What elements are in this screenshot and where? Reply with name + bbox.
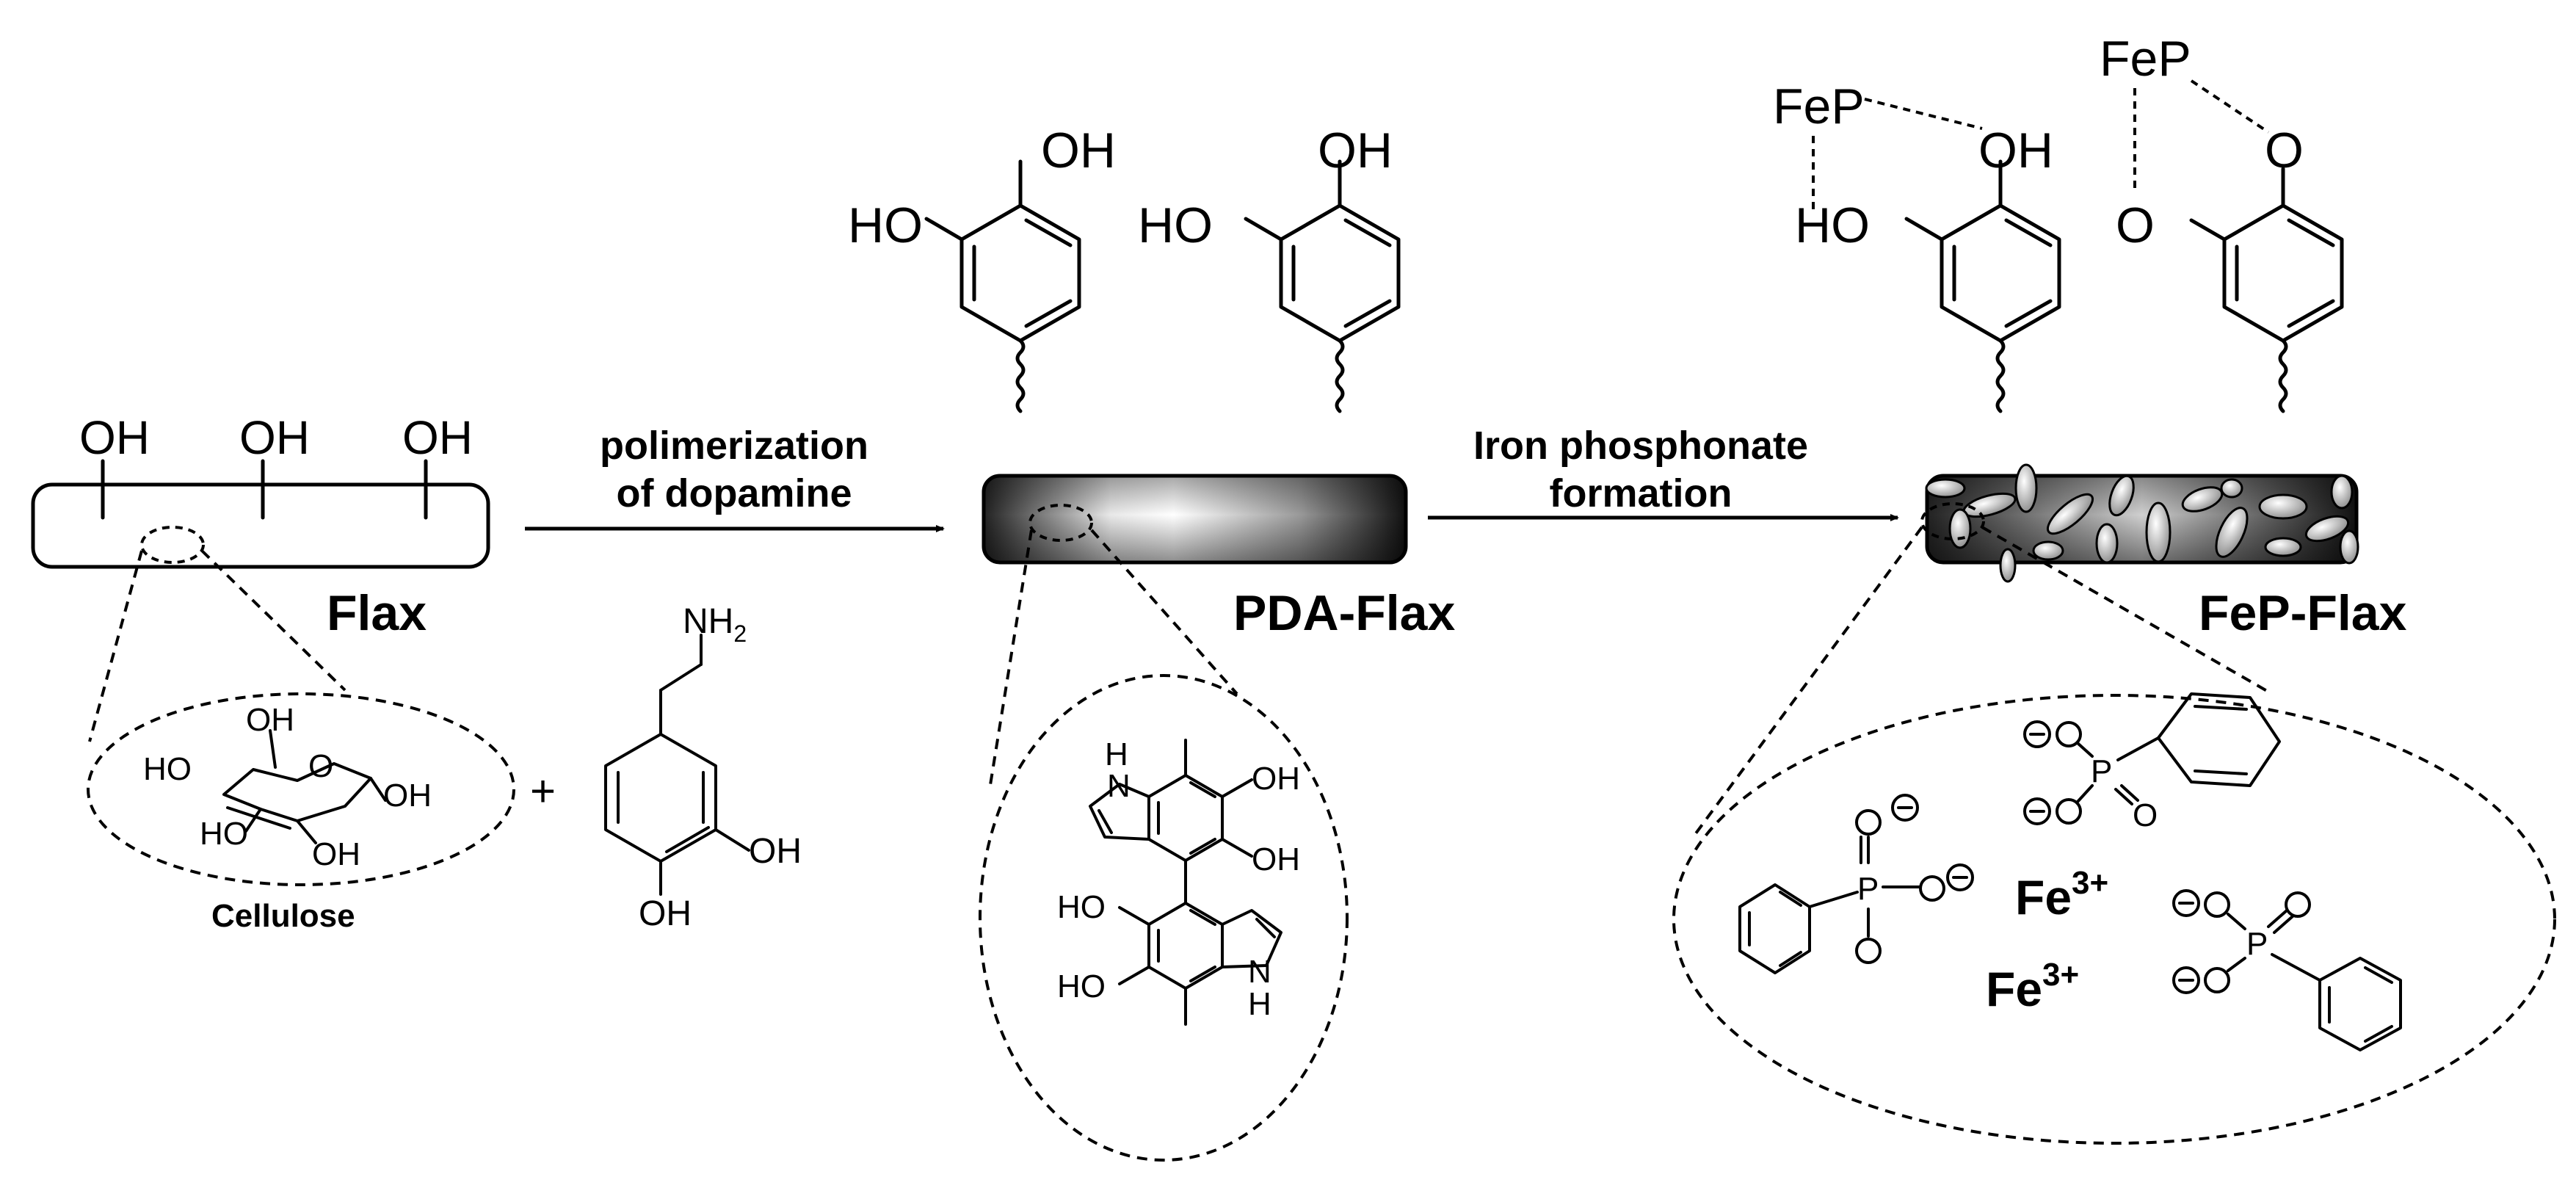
dopamine-oh-bottom: OH xyxy=(639,894,692,933)
step2-line1: Iron phosphonate xyxy=(1473,424,1808,468)
cellulose-inset: OH HO O OH HO OH Cellulose xyxy=(87,692,515,934)
phosphonate-top: P O xyxy=(2023,692,2281,833)
fep-flax-label: FeP-Flax xyxy=(2199,585,2407,641)
p-atom-2: P xyxy=(1857,871,1879,907)
reaction-arrow-1: polimerization of dopamine xyxy=(525,424,945,532)
phosphonate-right: P xyxy=(2172,889,2402,1051)
step1-line2: of dopamine xyxy=(617,471,852,515)
cellulose-ho-left: HO xyxy=(143,751,192,787)
fep-o-top: O xyxy=(2265,123,2304,178)
pda-oh-2: OH xyxy=(1318,123,1393,178)
plus-sign: + xyxy=(530,767,556,816)
flax-label: Flax xyxy=(327,585,427,641)
fep-tag-1: FeP xyxy=(1773,79,1865,134)
flax-oh-3: OH xyxy=(402,411,473,464)
inset-oh-2: OH xyxy=(1252,841,1300,877)
step1-line1: polimerization xyxy=(600,424,868,468)
cellulose-oh-top: OH xyxy=(246,702,294,738)
flax-fiber: OH OH OH xyxy=(31,411,490,569)
p-atom-1: P xyxy=(2091,753,2112,789)
fep-ho-left: HO xyxy=(1795,198,1870,253)
fe-ion-1: Fe3+ xyxy=(2015,865,2108,924)
inset-n-top: N xyxy=(1107,768,1131,804)
dopamine-oh-right: OH xyxy=(749,832,802,871)
fep-oh-top: OH xyxy=(1978,123,2053,178)
flax-oh-1: OH xyxy=(79,411,150,464)
fep-tag-2: FeP xyxy=(2100,31,2191,87)
pda-oh-1: OH xyxy=(1041,123,1116,178)
inset-h-bottom: H xyxy=(1248,986,1271,1022)
fep-inset: P O P xyxy=(1672,692,2556,1145)
p-o-1: O xyxy=(2133,797,2158,833)
fe-ion-2: Fe3+ xyxy=(1986,957,2079,1016)
step2-line2: formation xyxy=(1550,471,1733,515)
cellulose-oh-right: OH xyxy=(383,778,432,814)
cellulose-oh-bottom: OH xyxy=(312,836,360,872)
reaction-arrow-2: Iron phosphonate formation xyxy=(1428,424,1899,521)
phosphonate-left: P xyxy=(1738,794,1974,974)
pda-flax-label: PDA-Flax xyxy=(1233,585,1455,641)
inset-ho-1: HO xyxy=(1057,889,1106,925)
cellulose-ho-bottom: HO xyxy=(200,816,248,852)
dopamine-amine: NH2 xyxy=(683,602,747,647)
dopamine-structure: NH2 OH OH xyxy=(604,602,802,933)
inset-ho-2: HO xyxy=(1057,968,1106,1004)
inset-h-top: H xyxy=(1105,736,1128,772)
fep-flax-fiber: FeP FeP OH HO O O xyxy=(1773,31,2359,583)
pda-ho-2: HO xyxy=(1138,198,1213,253)
pda-ho-1: HO xyxy=(848,198,923,253)
inset-n-bottom: N xyxy=(1248,954,1271,990)
flax-oh-2: OH xyxy=(239,411,310,464)
p-atom-3: P xyxy=(2246,926,2268,962)
inset-oh-1: OH xyxy=(1252,761,1300,797)
fep-o-left: O xyxy=(2116,198,2155,253)
cellulose-ring-o: O xyxy=(308,748,333,784)
pda-flax-fiber: OH HO OH HO xyxy=(848,123,1408,565)
cellulose-label: Cellulose xyxy=(211,898,355,934)
pda-dimer-inset: H N OH OH HO HO N H xyxy=(979,674,1349,1162)
